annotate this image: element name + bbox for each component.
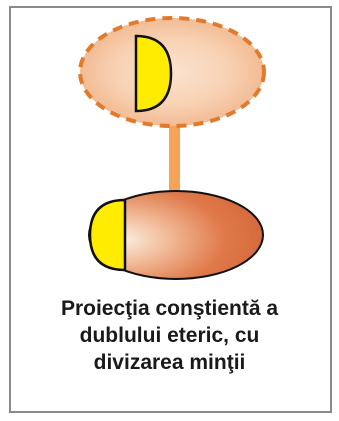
caption: Proiecţia conştientă a dublului eteric, … [18,295,321,376]
physical-mind-half [88,198,127,272]
etheric-mind-half [134,34,173,113]
silver-cord [169,124,180,196]
caption-line-3: divizarea minţii [93,351,246,374]
caption-line-1: Proiecţia conştientă a [60,297,279,320]
caption-line-2: dublului eteric, cu [79,324,260,347]
physical-body [88,190,264,280]
etheric-double [78,16,266,128]
